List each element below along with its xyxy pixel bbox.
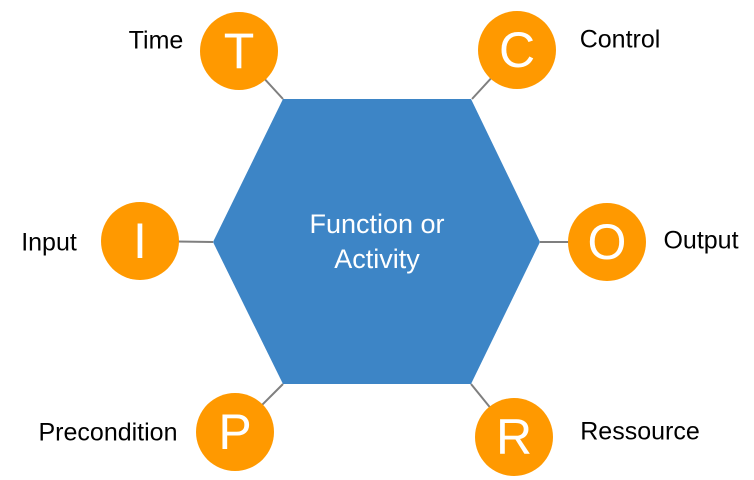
node-letter-time: T [224,23,255,79]
label-output: Output [663,226,739,255]
label-precondition: Precondition [38,418,178,447]
node-letter-output: O [588,214,627,270]
node-letter-control: C [499,22,535,78]
node-circle-ressource [475,398,553,476]
node-circle-output [568,203,646,281]
label-ressource: Ressource [580,417,700,446]
label-time: Time [128,26,184,55]
function-hexagon [213,99,540,384]
node-circle-control [478,11,556,89]
label-control: Control [579,25,661,54]
node-circle-input [101,202,179,280]
node-letter-ressource: R [496,409,532,465]
node-circle-time [200,12,278,90]
center-label: Function or Activity [309,208,445,274]
node-letter-precondition: P [218,404,251,460]
node-letter-input: I [133,213,147,269]
node-circle-precondition [196,393,274,471]
label-input: Input [21,228,77,257]
